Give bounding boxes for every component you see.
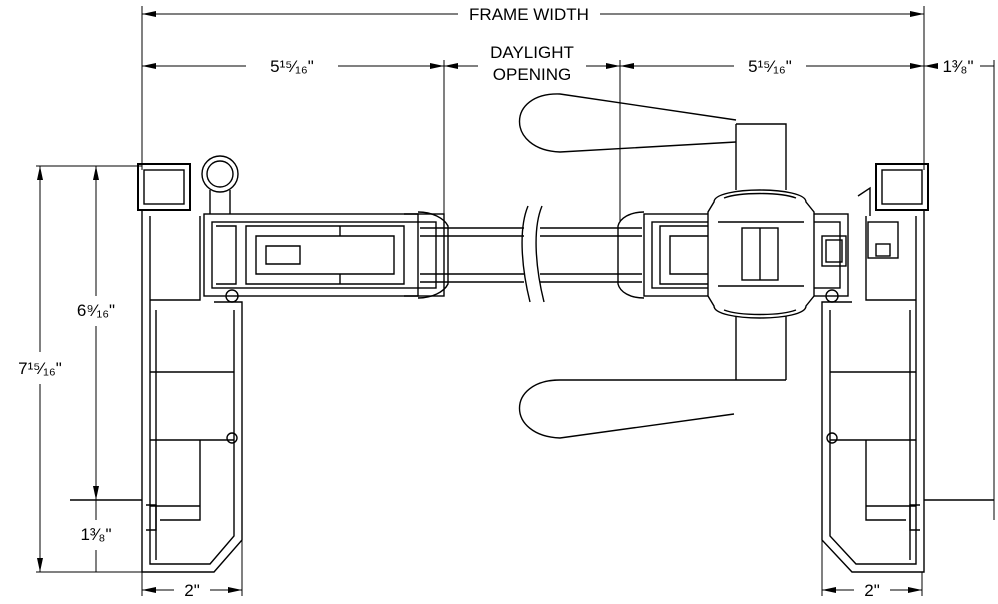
depth-dimensions: 7¹⁵⁄₁₆" 6⁹⁄₁₆" 1³⁄₈" xyxy=(18,165,142,573)
inner-depth-label: 6⁹⁄₁₆" xyxy=(77,301,115,320)
left-frame-jamb xyxy=(70,163,243,573)
glazing xyxy=(420,205,642,303)
bottom-flange-label: 1³⁄₈" xyxy=(80,525,111,544)
daylight-label-2: OPENING xyxy=(493,65,571,84)
left-jamb-width-label: 2" xyxy=(184,581,200,599)
frame-width-dimension: FRAME WIDTH xyxy=(141,5,925,170)
right-frame-width-label: 1³⁄₈" xyxy=(942,57,973,76)
overall-depth-label: 7¹⁵⁄₁₆" xyxy=(18,359,62,378)
frame-width-label: FRAME WIDTH xyxy=(469,5,589,24)
lever-handle xyxy=(519,93,815,439)
left-sash xyxy=(203,211,449,299)
daylight-label-1: DAYLIGHT xyxy=(490,43,574,62)
right-sash-width-label: 5¹⁵⁄₁₆" xyxy=(748,57,792,76)
right-frame-jamb xyxy=(821,163,994,573)
latch-knob xyxy=(201,155,239,214)
left-sash-width-label: 5¹⁵⁄₁₆" xyxy=(270,57,314,76)
sash-width-dimensions: 5¹⁵⁄₁₆" DAYLIGHT OPENING 5¹⁵⁄₁₆" 1³⁄₈" xyxy=(142,43,995,520)
right-jamb-width-label: 2" xyxy=(864,581,880,599)
jamb-width-dimensions: 2" 2" xyxy=(141,340,923,600)
